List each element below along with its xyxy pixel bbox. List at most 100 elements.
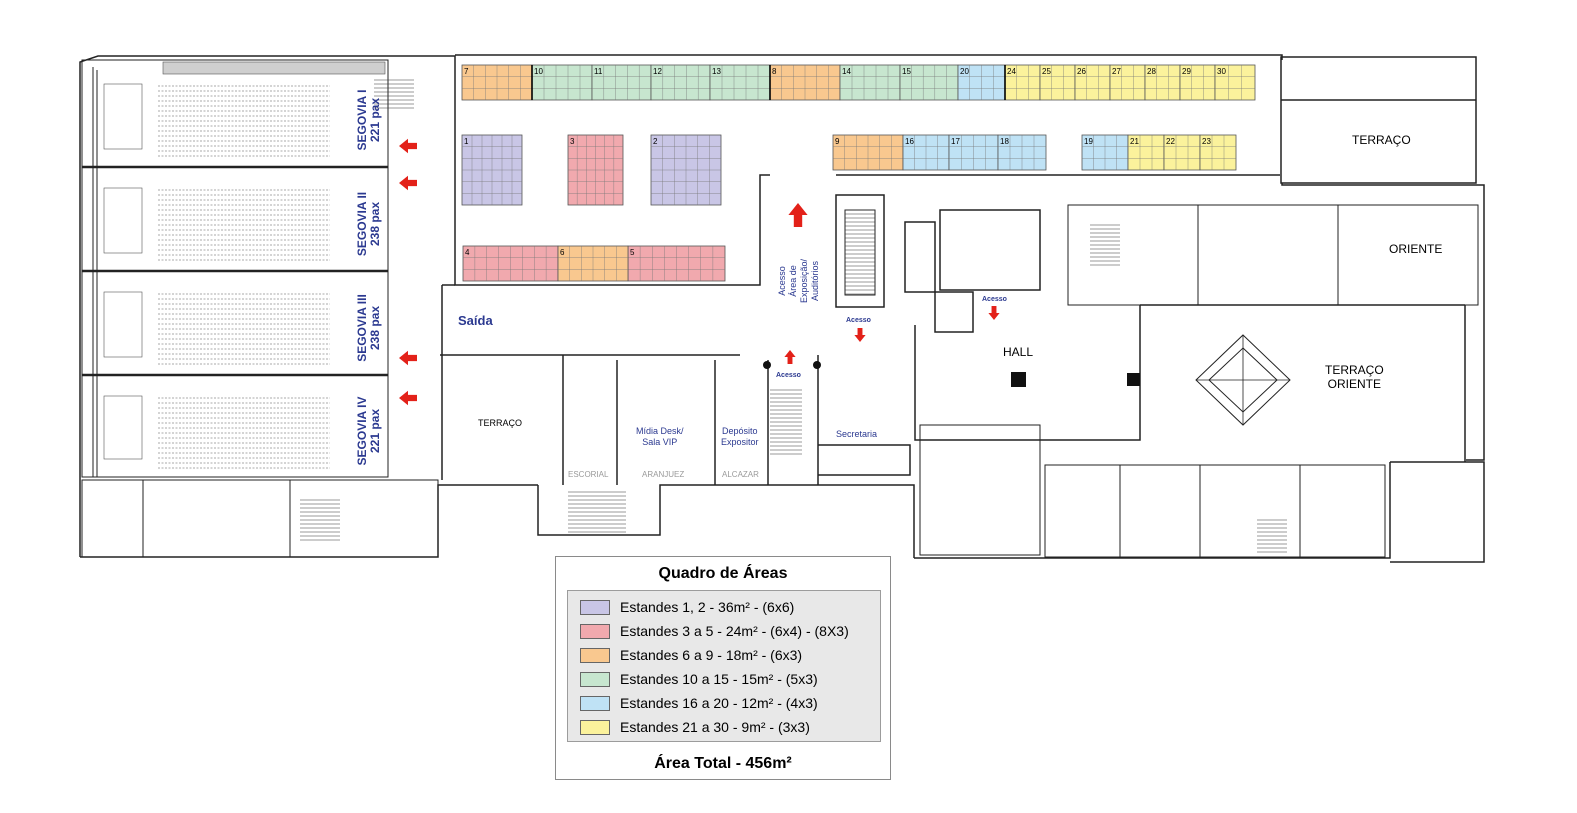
stand-29-number: 29	[1182, 67, 1191, 76]
deposito-label: Depósito Expositor	[721, 426, 759, 448]
legend-swatch	[580, 624, 610, 639]
stand-9-number: 9	[835, 137, 840, 146]
stand-24: 24	[1004, 64, 1041, 101]
red-arrow-down-icon	[854, 328, 866, 342]
red-arrow-up-icon	[784, 350, 796, 364]
stand-18-number: 18	[1000, 137, 1009, 146]
red-arrow-left-icon	[399, 138, 417, 154]
segovia-3-pax: 238 pax	[368, 305, 382, 351]
stand-25: 25	[1039, 64, 1076, 101]
stand-30-area	[1214, 64, 1256, 101]
red-arrow-left-icon	[399, 350, 417, 366]
outline-bottom-right	[1390, 461, 1485, 563]
acesso-2-label: Acesso	[982, 296, 1007, 303]
outline-right	[1281, 183, 1485, 461]
stand-15-number: 15	[902, 67, 911, 76]
stand-21-number: 21	[1130, 137, 1139, 146]
acesso-1-label: Acesso	[846, 317, 871, 324]
stand-12: 12	[650, 64, 711, 101]
stand-26-area	[1074, 64, 1111, 101]
terraco-oriente-label: TERRAÇO ORIENTE	[1325, 363, 1384, 391]
stand-6-number: 6	[560, 248, 565, 257]
stand-2: 2	[650, 134, 722, 206]
escorial-label: ESCORIAL	[568, 470, 609, 479]
legend-swatch	[580, 720, 610, 735]
stage-box	[103, 395, 143, 460]
stand-7: 7	[461, 64, 533, 101]
auditorium-seating	[103, 61, 386, 469]
hall-label: HALL	[1003, 345, 1034, 359]
deposito-line-2: Expositor	[721, 437, 759, 447]
stand-14: 14	[839, 64, 901, 101]
terraco-oriente-line-1: TERRAÇO	[1325, 363, 1384, 377]
stand-10: 10	[531, 64, 593, 101]
stand-28: 28	[1144, 64, 1181, 101]
secretaria-label: Secretaria	[836, 429, 878, 439]
stand-5-number: 5	[630, 248, 635, 257]
stand-17: 17	[948, 134, 999, 171]
aranjuez-label: ARANJUEZ	[642, 470, 685, 479]
stage-box	[103, 291, 143, 358]
terraco-oriente-line-2: ORIENTE	[1327, 377, 1381, 391]
stand-21-area	[1127, 134, 1165, 171]
stand-16: 16	[902, 134, 950, 171]
red-arrow-up-icon	[788, 203, 808, 227]
stand-27-area	[1109, 64, 1146, 101]
building-walls	[79, 54, 1485, 563]
legend-swatch	[580, 648, 610, 663]
segovia-1-pax: 221 pax	[368, 97, 382, 143]
oriente-label: ORIENTE	[1389, 242, 1443, 256]
stand-16-number: 16	[905, 137, 914, 146]
legend-swatch	[580, 672, 610, 687]
stand-12-area	[650, 64, 711, 101]
stand-13-number: 13	[712, 67, 721, 76]
acesso-area-line-4: Auditórios	[810, 260, 820, 302]
access-arrows	[399, 138, 1000, 406]
stand-15: 15	[899, 64, 959, 101]
terraco-label: TERRAÇO	[478, 418, 523, 428]
stand-27: 27	[1109, 64, 1146, 101]
stand-19: 19	[1081, 134, 1129, 171]
stand-2-number: 2	[653, 137, 658, 146]
acesso-area-line-3: Exposição/	[799, 258, 809, 304]
legend-swatch	[580, 600, 610, 615]
acesso-area-line-1: Acesso	[777, 266, 787, 296]
midia-desk-label: Mídia Desk/ Sala VIP	[636, 426, 684, 448]
segovia-3-label: SEGOVIA III 238 pax	[355, 278, 384, 378]
stage-box	[103, 187, 143, 254]
legend-label: Estandes 6 a 9 - 18m² - (6x3)	[620, 647, 803, 663]
stand-22-number: 22	[1166, 137, 1175, 146]
legend-swatch	[580, 696, 610, 711]
saida-label: Saída	[458, 313, 493, 328]
red-arrow-left-icon	[399, 390, 417, 406]
legend-box: Estandes 1, 2 - 36m² - (6x6) Estandes 3 …	[567, 590, 881, 742]
outline-bottom	[914, 462, 1391, 559]
outline-right-top	[1280, 56, 1477, 184]
deposito-line-1: Depósito	[722, 426, 758, 436]
stand-13-area	[709, 64, 771, 101]
stand-13: 13	[709, 64, 771, 101]
outer-outline-top	[455, 54, 1283, 60]
legend-label: Estandes 21 a 30 - 9m² - (3x3)	[620, 719, 810, 735]
stand-23: 23	[1199, 134, 1237, 171]
stand-5: 5	[627, 245, 726, 282]
stand-4-number: 4	[465, 248, 470, 257]
stand-29-area	[1179, 64, 1216, 101]
stand-8-number: 8	[772, 67, 777, 76]
stand-20-number: 20	[960, 67, 969, 76]
midia-desk-line-1: Mídia Desk/	[636, 426, 684, 436]
acesso-3-label: Acesso	[776, 372, 801, 379]
stand-7-number: 7	[464, 67, 469, 76]
stand-9: 9	[832, 134, 904, 171]
segovia-4-label: SEGOVIA IV 221 pax	[355, 381, 384, 481]
stand-11-area	[591, 64, 652, 101]
stand-10-number: 10	[534, 67, 543, 76]
acesso-area-label: Acesso Área de Exposição/ Auditórios	[777, 243, 823, 319]
legend-label: Estandes 10 a 15 - 15m² - (5x3)	[620, 671, 818, 687]
stand-27-number: 27	[1112, 67, 1121, 76]
stand-11: 11	[591, 64, 652, 101]
stand-30: 30	[1214, 64, 1256, 101]
terraco-top-label: TERRAÇO	[1352, 133, 1411, 147]
legend-title: Quadro de Áreas	[658, 565, 788, 582]
